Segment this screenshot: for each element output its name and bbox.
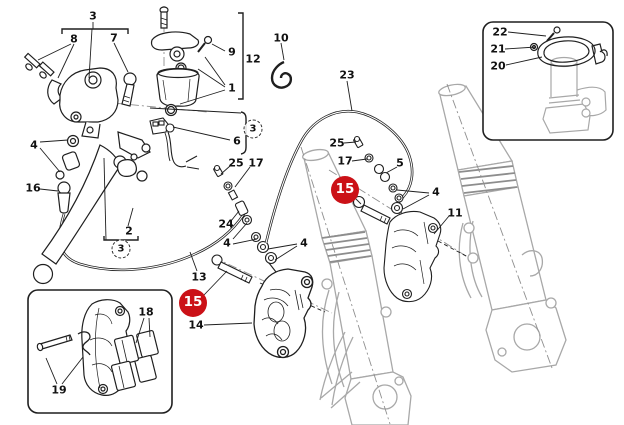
reservoir-assembly: [150, 6, 213, 117]
brake-lever: [32, 144, 148, 285]
part-label-10: 10: [273, 31, 289, 45]
leader-line-1: [204, 56, 226, 86]
part-label-11: 11: [447, 206, 463, 220]
part-label-22: 22: [492, 25, 508, 39]
part-label-8: 8: [70, 32, 78, 46]
part-label-20: 20: [490, 59, 506, 73]
fitting-chain-center: [213, 164, 278, 273]
part-label-24: 24: [218, 217, 234, 231]
leader-line-16: [39, 188, 59, 192]
part-label-4-right: 4: [432, 185, 440, 199]
brake-caliper-left-14: [253, 268, 314, 359]
part-label-23: 23: [339, 68, 355, 82]
leader-line-15-left: [203, 270, 228, 296]
part-label-25-left: 25: [228, 156, 244, 170]
selected-part-badge-15-right[interactable]: 15: [331, 176, 359, 204]
leader-line-22: [507, 31, 547, 37]
part-label-18: 18: [138, 305, 154, 319]
part-label-3-mid: 3: [243, 119, 263, 139]
part-label-17-right: 17: [337, 154, 353, 168]
leader-line-21: [504, 46, 537, 50]
leader-line-1: [179, 89, 226, 105]
leader-line-2: [127, 207, 134, 227]
brake-caliper-right-11: [383, 210, 442, 303]
pad-pin-19: [36, 331, 91, 356]
leader-line-4-left: [39, 139, 69, 143]
leader-line-19: [45, 357, 58, 385]
leader-line-17-right: [351, 158, 368, 162]
leader-line-9: [211, 43, 226, 52]
part-label-3-top: 3: [89, 9, 97, 23]
leader-line-18: [135, 317, 145, 344]
part-label-21: 21: [490, 42, 506, 56]
part-label-3-bottom: 3: [111, 239, 131, 259]
fitting-chain-right: [353, 135, 404, 215]
leader-line-5: [385, 166, 398, 174]
fork-boot-rings-right: [458, 165, 518, 194]
part-label-7: 7: [110, 31, 118, 45]
leader-line-4-right: [396, 189, 430, 194]
leader-line-17-left: [234, 166, 251, 188]
part-label-13: 13: [191, 270, 207, 284]
leader-line-3-top: [88, 28, 93, 79]
part-label-17-left: 17: [248, 156, 264, 170]
leader-line-11: [433, 215, 450, 235]
leader-line-4-center-right: [267, 243, 298, 250]
part-label-4-center-right: 4: [300, 236, 308, 250]
part-label-6: 6: [233, 134, 241, 148]
leader-line-4-center-left: [232, 222, 248, 240]
switch-cable-6: [149, 117, 200, 170]
part-label-19: 19: [51, 383, 67, 397]
part-label-1: 1: [228, 81, 236, 95]
part-label-14: 14: [188, 318, 204, 332]
part-label-2: 2: [125, 224, 133, 238]
leader-line-4-left: [39, 147, 61, 173]
leader-line-1: [197, 68, 226, 88]
brake-pads-18: [110, 330, 159, 391]
leader-line-25-right: [343, 141, 357, 144]
selected-part-badge-15-left[interactable]: 15: [179, 289, 207, 317]
leader-line-7: [113, 42, 129, 73]
part-label-25-right: 25: [329, 136, 345, 150]
inset-box-pads: [27, 289, 173, 414]
leader-line-14: [203, 322, 253, 326]
leader-line-6: [172, 126, 231, 141]
fork-boot-rings-left: [321, 231, 372, 263]
leader-line-24: [230, 210, 240, 222]
part-label-4-center-left: 4: [223, 236, 231, 250]
caliper-bolt-left: [211, 254, 253, 284]
leader-line-4-center-left: [232, 238, 258, 245]
leader-line-23: [346, 80, 353, 112]
leader-line-20: [505, 56, 543, 66]
leader-line-8: [57, 43, 75, 79]
leader-line-8: [37, 43, 72, 61]
leader-line-4-right: [402, 194, 430, 210]
leader-line-10: [280, 42, 285, 61]
leader-line-19: [61, 356, 84, 385]
leader-line-4-center-right: [274, 245, 298, 261]
part-label-16: 16: [25, 181, 41, 195]
hose-clip-10: [270, 60, 293, 89]
part-label-5: 5: [396, 156, 404, 170]
inset-box-clamp: [482, 21, 614, 141]
part-label-4-left: 4: [30, 138, 38, 152]
leader-line-18: [148, 317, 151, 338]
part-label-12: 12: [245, 52, 261, 66]
hose-clamp-20: [529, 26, 608, 67]
leader-line-25-left: [220, 165, 231, 175]
leader-line-15-right: [354, 197, 362, 205]
leader-line-13: [189, 251, 198, 272]
part-label-9: 9: [228, 45, 236, 59]
